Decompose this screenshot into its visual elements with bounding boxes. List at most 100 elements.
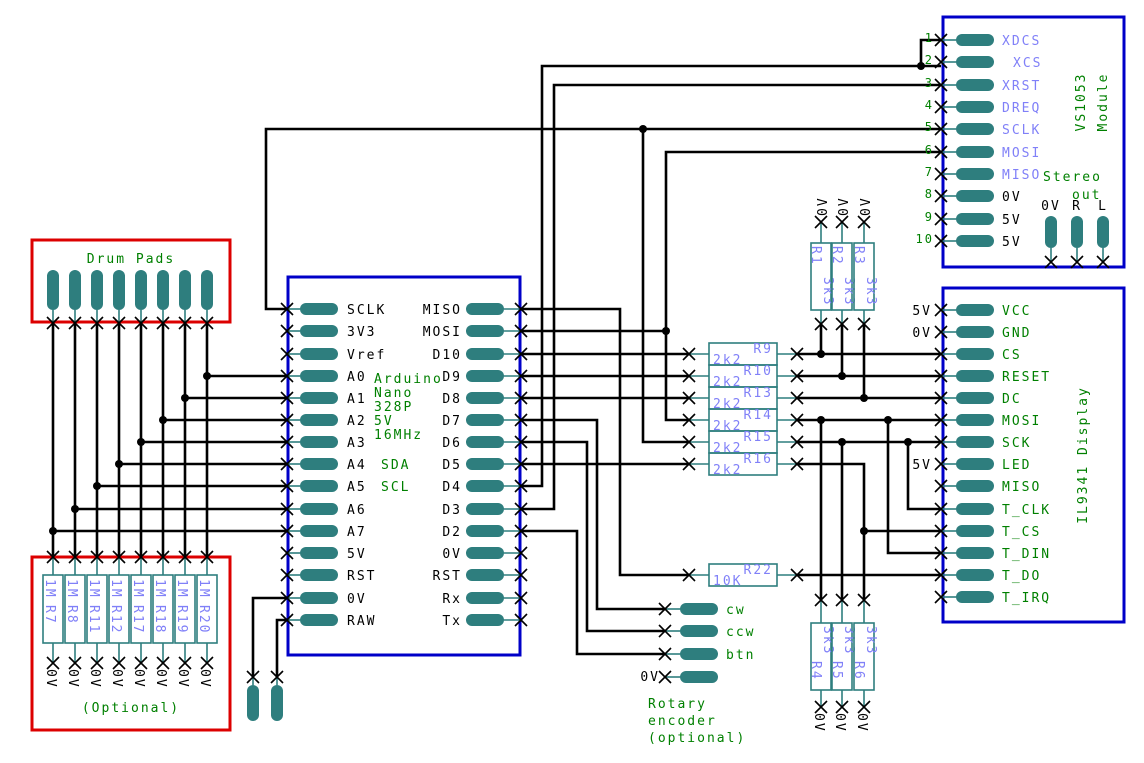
connection-x-mark bbox=[857, 593, 871, 607]
display-pin-label: T_CS bbox=[1002, 525, 1041, 540]
arduino-pin-alt-label: SCL bbox=[381, 480, 410, 495]
resistor-value: 1M bbox=[174, 579, 189, 599]
solder-pad bbox=[466, 303, 504, 315]
solder-pad bbox=[956, 348, 994, 360]
connection-x-mark bbox=[857, 317, 871, 331]
connection-x-mark bbox=[835, 317, 849, 331]
solder-pad bbox=[47, 270, 59, 310]
connection-x-mark bbox=[514, 457, 528, 471]
solder-pad bbox=[956, 146, 994, 158]
vs1053-title: Module bbox=[1096, 73, 1111, 132]
connection-x-mark bbox=[934, 457, 948, 471]
resistor-ref: R13 bbox=[744, 386, 773, 401]
solder-pad bbox=[956, 414, 994, 426]
junction-dot bbox=[917, 62, 925, 70]
solder-pad bbox=[466, 592, 504, 604]
connection-x-mark bbox=[134, 316, 148, 330]
resistor-value: 1M bbox=[196, 579, 211, 599]
connection-x-mark bbox=[934, 479, 948, 493]
arduino-right-pin-label: D5 bbox=[442, 458, 462, 473]
connection-x-mark bbox=[790, 568, 804, 582]
vs1053-pin-number: 6 bbox=[925, 143, 934, 157]
wire bbox=[641, 129, 689, 444]
connection-x-mark bbox=[134, 550, 148, 564]
connection-x-mark bbox=[280, 524, 294, 538]
connection-x-mark bbox=[857, 700, 871, 714]
vs1053-title: VS1053 bbox=[1074, 73, 1089, 132]
solder-pad bbox=[956, 235, 994, 247]
solder-pad bbox=[680, 625, 718, 637]
connection-x-mark bbox=[682, 347, 696, 361]
ground-net-label: 0V bbox=[197, 669, 212, 689]
solder-pad bbox=[956, 123, 994, 135]
solder-pad bbox=[956, 503, 994, 515]
ground-net-label: 0V bbox=[65, 669, 80, 689]
rotary-pad-label: ccw bbox=[726, 625, 755, 640]
display-pin-label: RESET bbox=[1002, 370, 1051, 385]
connection-x-mark bbox=[280, 613, 294, 627]
rotary-caption: encoder bbox=[648, 714, 717, 729]
resistor-ref: R12 bbox=[108, 605, 123, 634]
vs1053-module-box bbox=[941, 15, 1126, 269]
ground-net-label: 0V bbox=[832, 713, 847, 733]
display-pin-label: T_IRQ bbox=[1002, 591, 1051, 606]
connection-x-mark bbox=[68, 550, 82, 564]
connection-x-mark bbox=[112, 656, 126, 670]
connection-x-mark bbox=[814, 215, 828, 229]
wire bbox=[251, 596, 287, 677]
connection-x-mark bbox=[270, 670, 284, 684]
connection-x-mark bbox=[112, 316, 126, 330]
resistor-value: 3k3 bbox=[863, 277, 878, 306]
resistor-value: 1M bbox=[108, 579, 123, 599]
display-pin-label: LED bbox=[1002, 458, 1031, 473]
solder-pad bbox=[956, 480, 994, 492]
connection-x-mark bbox=[280, 347, 294, 361]
junction-dot bbox=[71, 505, 79, 513]
wire bbox=[521, 440, 665, 633]
resistor-ref: R6 bbox=[851, 661, 866, 681]
vs1053-pin-label: XCS bbox=[1013, 56, 1042, 71]
junction-dot bbox=[49, 527, 57, 535]
solder-pad bbox=[956, 326, 994, 338]
solder-pad bbox=[466, 480, 504, 492]
connection-x-mark bbox=[514, 568, 528, 582]
ground-net-label: 0V bbox=[131, 669, 146, 689]
connection-x-mark bbox=[90, 316, 104, 330]
connection-x-mark bbox=[46, 550, 60, 564]
display-pin-label: T_CLK bbox=[1002, 503, 1051, 518]
rotary-pad-label: cw bbox=[726, 603, 746, 618]
junction-dot bbox=[662, 327, 670, 335]
connection-x-mark bbox=[514, 591, 528, 605]
solder-pad bbox=[300, 348, 338, 360]
solder-pad bbox=[300, 569, 338, 581]
arduino-right-pin-label: D8 bbox=[442, 392, 462, 407]
vs1053-pin-label: MOSI bbox=[1002, 146, 1041, 161]
arduino-left-pin-label: Vref bbox=[347, 348, 386, 363]
connection-x-mark bbox=[934, 189, 948, 203]
solder-pad bbox=[300, 370, 338, 382]
vs1053-pin-label: 0V bbox=[1002, 190, 1022, 205]
arduino-left-pin-label: 5V bbox=[347, 547, 367, 562]
resistor-ref: R17 bbox=[130, 605, 145, 634]
solder-pad bbox=[300, 325, 338, 337]
wire bbox=[797, 462, 866, 600]
solder-pad bbox=[300, 392, 338, 404]
arduino-right-pin-label: MISO bbox=[423, 303, 462, 318]
resistor-ref: R9 bbox=[753, 342, 773, 357]
connection-x-mark bbox=[90, 656, 104, 670]
solder-pad bbox=[466, 348, 504, 360]
wire bbox=[906, 442, 941, 511]
ground-net-label: 0V bbox=[854, 713, 869, 733]
wire bbox=[886, 420, 941, 555]
vs1053-pin-label: MISO bbox=[1002, 168, 1041, 183]
solder-pad bbox=[466, 547, 504, 559]
connection-x-mark bbox=[156, 316, 170, 330]
resistor-value: 1M bbox=[64, 579, 79, 599]
display-pin-label: VCC bbox=[1002, 304, 1031, 319]
solder-pad bbox=[680, 648, 718, 660]
optional-note: (Optional) bbox=[82, 701, 180, 716]
solder-pad bbox=[466, 569, 504, 581]
ground-net-label: 0V bbox=[153, 669, 168, 689]
wire bbox=[521, 529, 665, 656]
resistor-ref: R16 bbox=[744, 452, 773, 467]
